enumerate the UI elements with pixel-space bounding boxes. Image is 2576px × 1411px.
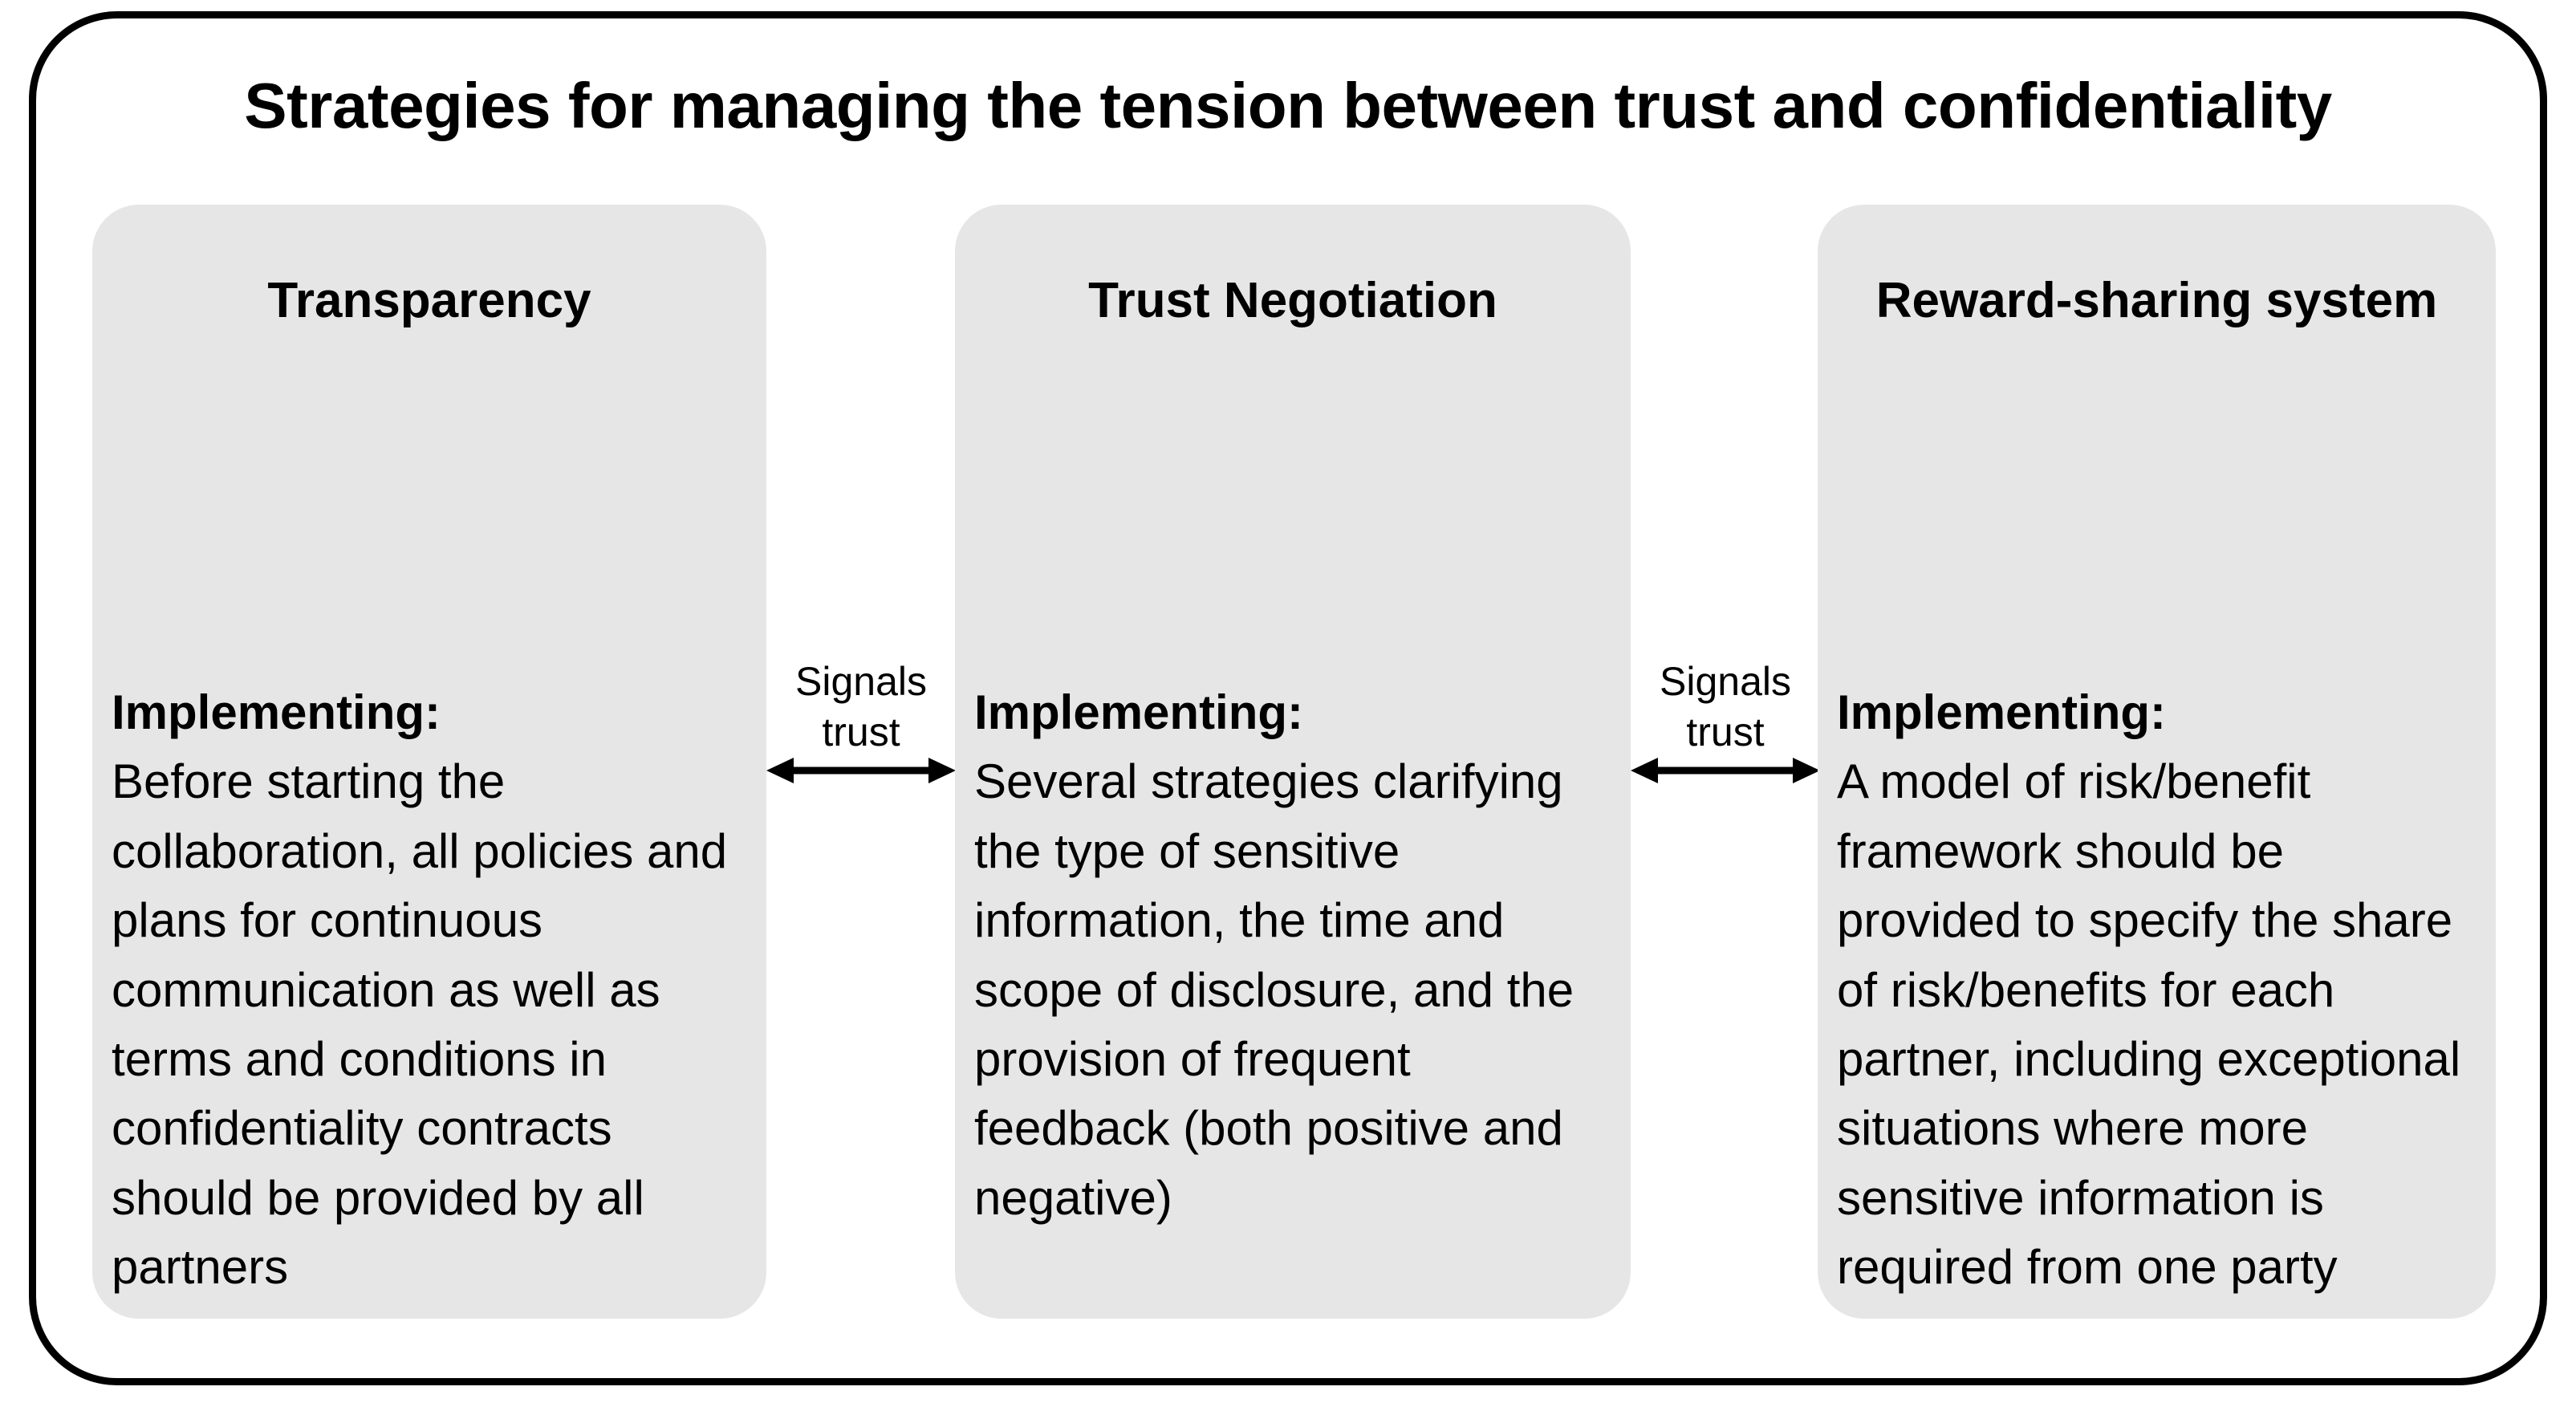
card-title-reward-sharing-system: Reward-sharing system bbox=[1875, 273, 2438, 328]
card-title-trust-negotiation: Trust Negotiation bbox=[1088, 273, 1497, 328]
page-title: Strategies for managing the tension betw… bbox=[244, 70, 2332, 141]
bidirectional-arrow-icon bbox=[766, 758, 956, 783]
card-transparency: Transparency Implementing: Before starti… bbox=[92, 205, 766, 1319]
card-body-trust-negotiation: Implementing: Several strategies clarify… bbox=[955, 678, 1631, 1233]
connector-trust-negotiation-to-reward-sharing: Signals trust bbox=[1631, 657, 1820, 817]
implementing-label-reward-sharing-system: Implementing: bbox=[1837, 685, 2167, 739]
implementing-text-reward-sharing-system: A model of risk/benefit framework should… bbox=[1837, 754, 2461, 1295]
card-body-transparency: Implementing: Before starting the collab… bbox=[92, 678, 766, 1303]
connector-label-signals-trust-1: Signals trust bbox=[795, 659, 927, 754]
connector-label-signals-trust-2: Signals trust bbox=[1660, 659, 1791, 754]
implementing-text-transparency: Before starting the collaboration, all p… bbox=[112, 754, 728, 1295]
connector-transparency-to-trust-negotiation: Signals trust bbox=[766, 657, 956, 817]
card-trust-negotiation: Trust Negotiation Implementing: Several … bbox=[955, 205, 1631, 1319]
bidirectional-arrow-icon bbox=[1631, 758, 1820, 783]
card-reward-sharing-system: Reward-sharing system Implementing: A mo… bbox=[1818, 205, 2496, 1319]
implementing-label-transparency: Implementing: bbox=[112, 685, 441, 739]
implementing-text-trust-negotiation: Several strategies clarifying the type o… bbox=[974, 754, 1574, 1225]
card-body-reward-sharing-system: Implementing: A model of risk/benefit fr… bbox=[1818, 678, 2496, 1303]
implementing-label-trust-negotiation: Implementing: bbox=[974, 685, 1304, 739]
card-title-transparency: Transparency bbox=[267, 273, 591, 328]
